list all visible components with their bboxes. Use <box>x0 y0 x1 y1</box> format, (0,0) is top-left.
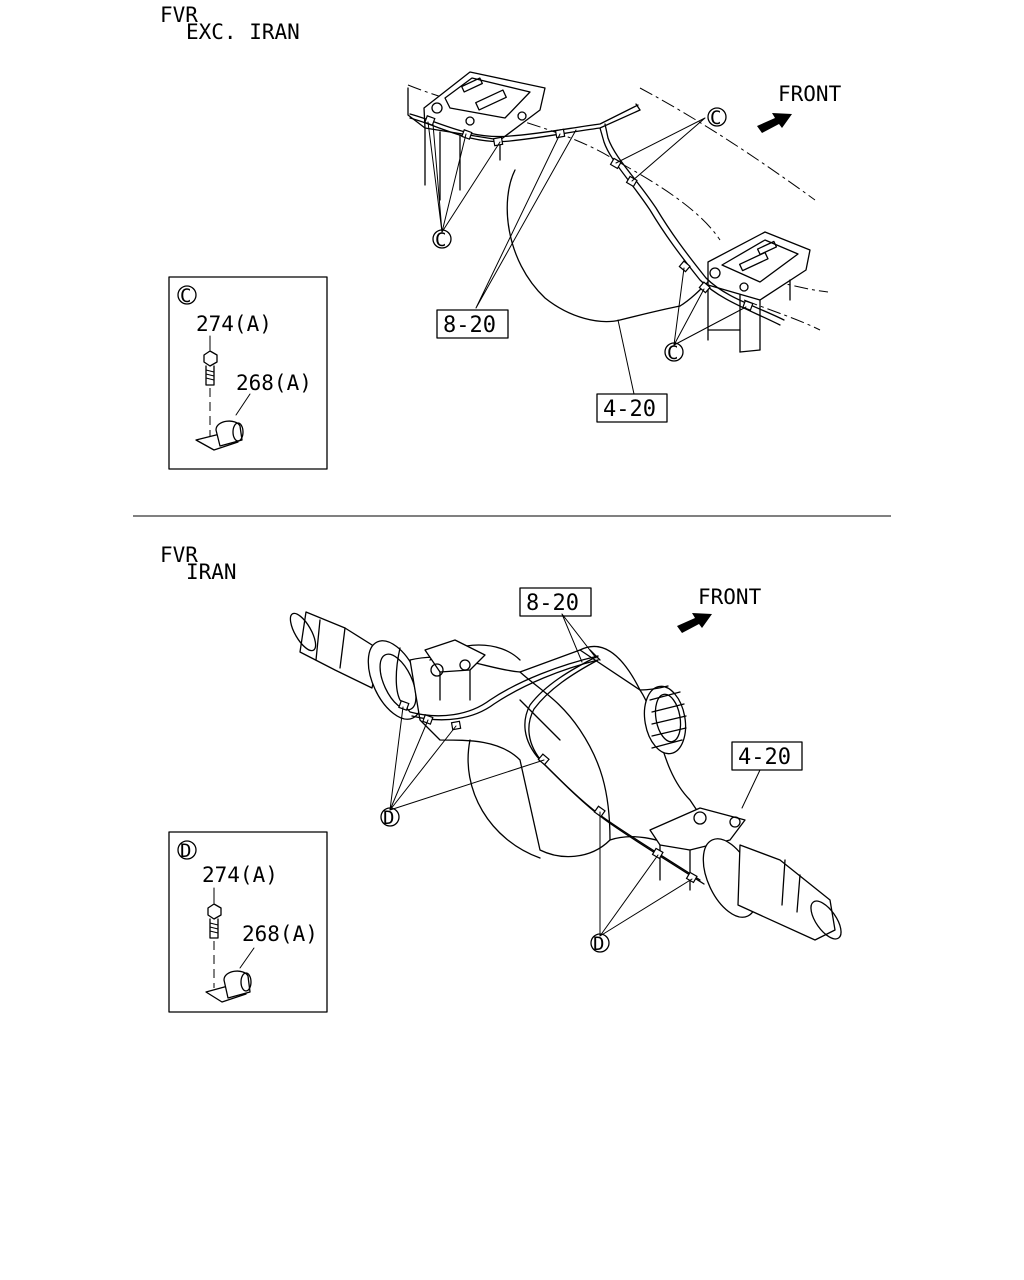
front-indicator: FRONT <box>757 82 842 133</box>
variant-label: IRAN <box>186 560 237 584</box>
axle-shaft-right <box>702 838 842 941</box>
detail-box-c: C 274(A) 268(A) <box>168 276 328 470</box>
variant-label: EXC. IRAN <box>186 20 300 44</box>
axle-shaft-left <box>289 611 423 720</box>
callout-4-20[interactable]: 4-20 <box>731 741 803 771</box>
clip-marker-label: D <box>593 933 604 955</box>
model-label: FVR <box>160 543 198 567</box>
callout-4-20[interactable]: 4-20 <box>596 393 668 423</box>
clip-marker-label: D <box>383 807 394 829</box>
section-iran: FVR IRAN FRONT <box>160 543 842 1013</box>
bolt-part-number[interactable]: 274(A) <box>202 863 278 887</box>
callout-label: 4-20 <box>603 397 656 422</box>
clip-marker-c-bottom: C <box>664 342 684 364</box>
bolt-icon <box>207 903 222 920</box>
bolt-icon <box>203 350 218 367</box>
front-indicator: FRONT <box>677 585 762 633</box>
section-exc-iran: FVR EXC. IRAN FRONT <box>160 3 842 470</box>
callout-8-20[interactable]: 8-20 <box>436 309 509 339</box>
spring-seat-left <box>407 71 546 201</box>
clip-marker-label: C <box>435 229 446 251</box>
clip-marker-d-right: D <box>590 933 610 955</box>
front-arrow-icon <box>677 613 712 633</box>
model-label: FVR <box>160 3 198 27</box>
clip-marker-d-left: D <box>380 807 400 829</box>
clip-marker-c-top: C <box>707 107 727 129</box>
callout-label: 8-20 <box>526 591 579 616</box>
front-label: FRONT <box>698 585 762 609</box>
axle-housing <box>409 639 746 891</box>
bolt-part-number[interactable]: 274(A) <box>196 312 272 336</box>
clip-part-number[interactable]: 268(A) <box>236 371 312 395</box>
detail-marker: D <box>180 840 191 862</box>
front-arrow-icon <box>757 113 792 133</box>
spring-seat-right <box>707 231 811 353</box>
detail-marker: C <box>180 285 191 307</box>
clip-marker-label: C <box>667 342 678 364</box>
detail-box-d: D 274(A) 268(A) <box>168 831 328 1013</box>
clip-part-number[interactable]: 268(A) <box>242 922 318 946</box>
callout-label: 4-20 <box>738 745 791 770</box>
clip-icon <box>195 420 244 451</box>
callout-8-20[interactable]: 8-20 <box>519 587 592 617</box>
callout-label: 8-20 <box>443 313 496 338</box>
clip-marker-label: C <box>710 107 721 129</box>
front-label: FRONT <box>778 82 842 106</box>
clip-icon <box>205 970 252 1003</box>
clip-marker-c-left: C <box>432 229 452 251</box>
